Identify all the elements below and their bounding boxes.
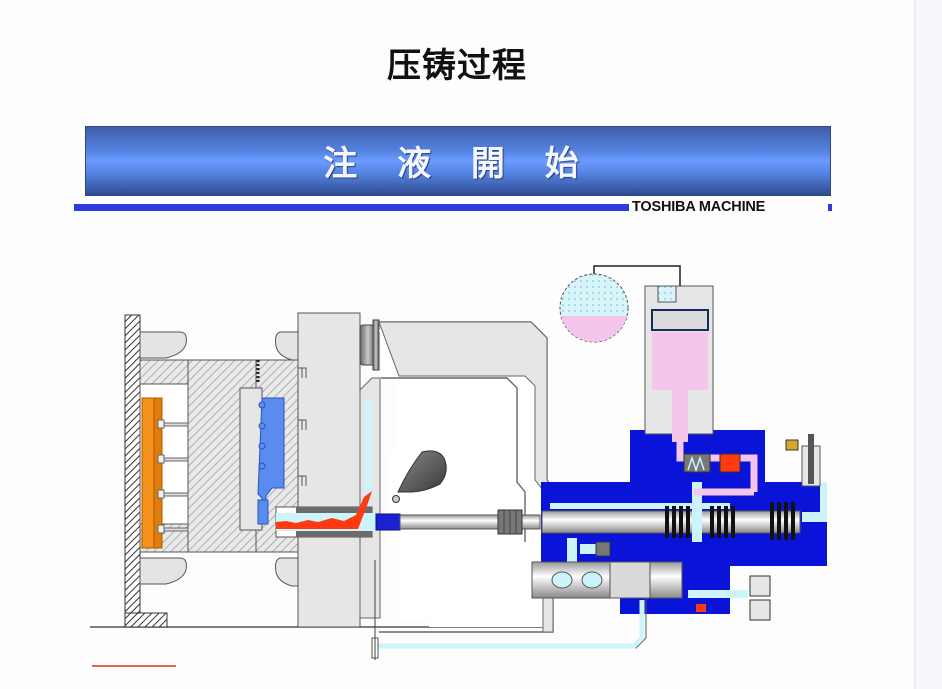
valve-body	[531, 561, 771, 621]
page-title: 压铸过程	[387, 46, 527, 86]
ejector-assembly	[141, 397, 189, 549]
die-casting-diagram	[90, 265, 827, 667]
ladle	[392, 450, 447, 503]
solenoid-valves	[749, 575, 771, 621]
moving-platen-wall	[124, 314, 168, 628]
slide-page: 压铸过程 注 液 開 始 TOSHIBA MACHINE	[74, 46, 832, 667]
molten-metal	[276, 491, 372, 529]
booster-piston	[651, 309, 709, 331]
fixed-platen	[297, 312, 361, 628]
shot-sleeve	[275, 491, 376, 538]
ejector-pins	[157, 419, 189, 534]
injection-cylinder-block	[541, 430, 827, 578]
machine-frame	[379, 330, 549, 627]
brand-label: TOSHIBA MACHINE	[632, 199, 766, 215]
plunger-tip	[375, 513, 401, 531]
check-valve	[683, 453, 741, 473]
booster-cylinder	[644, 285, 758, 496]
banner-underline-end	[828, 204, 832, 211]
scrollbar-track[interactable]	[914, 0, 942, 689]
banner-title: 注 液 開 始	[323, 144, 593, 184]
accumulator	[559, 265, 681, 343]
control-valve	[785, 434, 821, 487]
banner-underline	[74, 204, 629, 211]
section-banner: 注 液 開 始	[85, 126, 831, 196]
